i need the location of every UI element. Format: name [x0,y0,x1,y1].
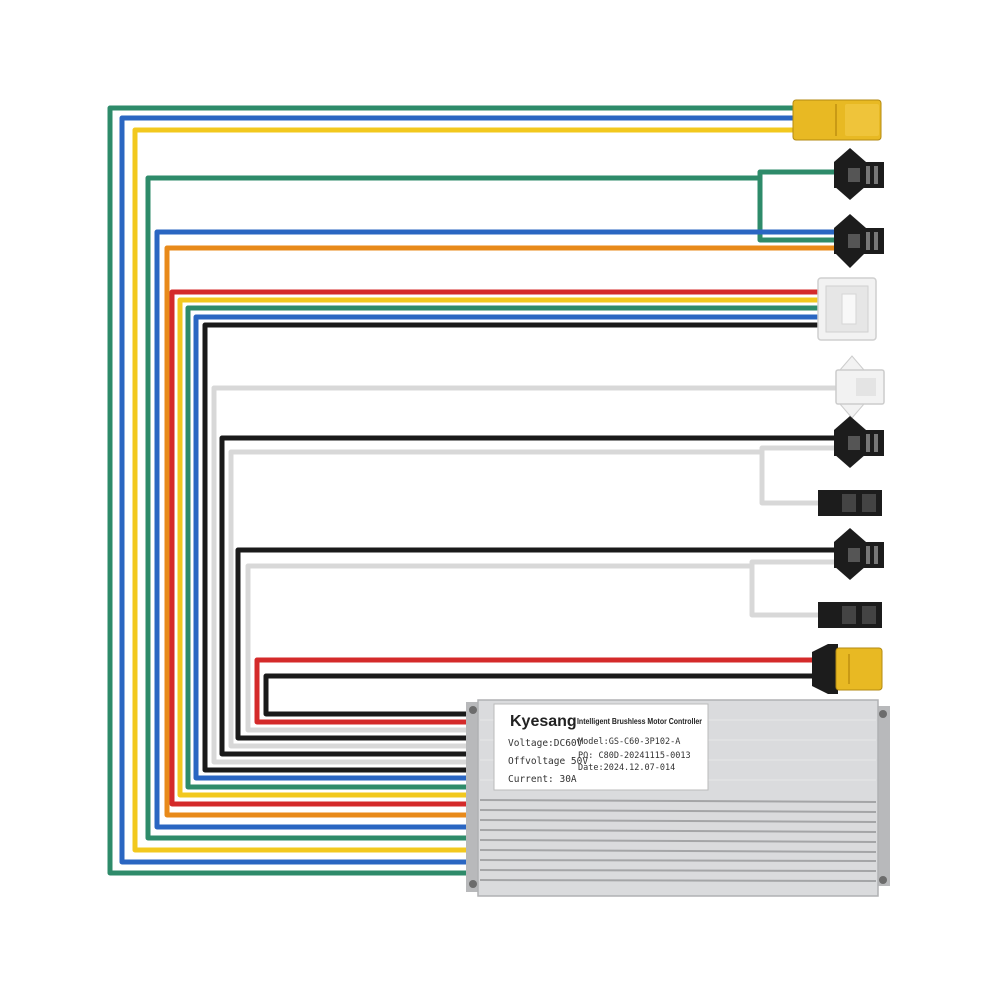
sm-connector-black-2 [834,214,884,268]
jst-connector-white-multipin [817,277,877,341]
po-text: PO: C80D-20241115-0013 [578,751,691,761]
sm-connector-black-6 [818,602,882,628]
wire-harness [107,105,840,876]
product-title-text: Intelligent Brushless Motor Controller [577,717,702,726]
wire-green-jst [185,305,820,790]
xt-connector-yellow-top [792,99,882,141]
wire-yellow-jst [177,297,820,798]
wire-red-jst [169,289,820,807]
sm-connector-black-4 [818,490,882,516]
wire-white-sm2 [245,563,752,733]
wire-black-power [263,673,815,717]
xt60-connector-yellow-power [812,644,883,694]
current-text: Current: 30A [508,774,577,785]
wire-black-jst [202,322,820,773]
brand-text: Kyesang [510,713,577,730]
product-label: Kyesang Intelligent Brushless Motor Cont… [493,703,709,791]
wire-green-sm-main [145,175,760,841]
sm-connector-black-1 [834,148,884,200]
model-text: Model:GS-C60-3P102-A [578,737,680,747]
wire-red-power [254,657,815,725]
voltage-text: Voltage:DC60V [508,738,583,749]
wire-blue-sm [154,229,840,830]
wire-white-sm1 [228,449,762,749]
wire-green-outer [107,105,795,876]
wire-yellow-outer [132,127,795,853]
offvoltage-text: Offvoltage 50V [508,756,588,767]
date-text: Date:2024.12.07-014 [578,763,675,773]
wire-white-single [211,385,840,765]
wire-white-sm2-branch [749,559,840,618]
wire-blue-jst [193,314,820,781]
wire-black-sm2 [235,547,840,741]
sm-connector-black-5 [834,528,884,580]
wire-green-sm [757,169,840,243]
wire-orange-sm [164,245,840,818]
wire-blue-outer [119,115,795,865]
wire-black-sm1 [219,435,840,757]
housing-cooling-fins [479,799,877,882]
wire-white-sm1-branch [759,445,840,506]
sm-connector-black-3 [834,416,884,468]
jst-connector-white-single [835,355,885,419]
